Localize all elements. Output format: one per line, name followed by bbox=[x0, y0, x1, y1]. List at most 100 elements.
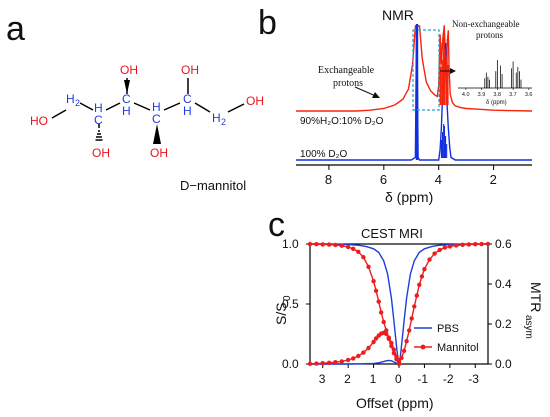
cest-point-mannitol bbox=[381, 319, 386, 325]
panel-a-letter: a bbox=[6, 10, 25, 48]
cest-y2-axis-label-sub: asym bbox=[523, 315, 534, 339]
cest-x-tick-label: -1 bbox=[417, 372, 428, 386]
cest-point-mannitol bbox=[386, 335, 391, 340]
wedge-bond-c4 bbox=[153, 124, 161, 144]
exchangeable-protons-label-line-1: Exchangeable bbox=[318, 65, 375, 76]
cest-point-mannitol bbox=[414, 293, 419, 298]
cest-point-mannitol bbox=[345, 244, 351, 250]
atom-h-c5: H bbox=[183, 104, 192, 118]
cest-point-mannitol bbox=[307, 241, 313, 247]
cest-point-mannitol bbox=[376, 299, 381, 304]
nmr-x-axis-label: δ (ppm) bbox=[385, 189, 433, 205]
cest-point-mannitol bbox=[339, 243, 344, 248]
cest-point-mannitol bbox=[366, 264, 371, 269]
stereo-hash-bonds bbox=[95, 124, 103, 141]
bond-c5-c6 bbox=[194, 102, 211, 113]
bond-c3-c4 bbox=[133, 102, 151, 111]
atom-oh-right: OH bbox=[246, 94, 264, 108]
cest-point-mannitol bbox=[361, 255, 366, 260]
cest-y-tick-label: 0.5 bbox=[282, 297, 299, 311]
cest-point-mannitol bbox=[447, 244, 453, 249]
cest-point-mannitol bbox=[419, 274, 425, 279]
nonexchangeable-label-line-1: Non-exchangeable bbox=[452, 19, 519, 29]
cest-point-mannitol bbox=[384, 331, 389, 337]
cest-x-tick-label: 1 bbox=[370, 372, 377, 386]
cest-point-mannitol bbox=[371, 279, 376, 284]
cest-point-mannitol bbox=[333, 242, 338, 248]
cest-point-mannitol bbox=[345, 357, 351, 363]
atom-oh-c4: OH bbox=[150, 146, 168, 160]
cest-point-mannitol bbox=[366, 345, 371, 351]
cest-x-tick-label: -3 bbox=[468, 372, 479, 386]
cest-y2-tick-label: 0.0 bbox=[495, 357, 512, 371]
cest-point-mannitol bbox=[407, 328, 412, 333]
cest-series bbox=[307, 241, 491, 367]
cest-x-tick-label: 3 bbox=[319, 372, 326, 386]
cest-point-mannitol bbox=[356, 353, 361, 359]
exchangeable-arrow-head bbox=[372, 92, 380, 98]
nmr-x-tick-label: 6 bbox=[380, 172, 387, 187]
nmr-x-tick-label: 8 bbox=[325, 172, 332, 187]
cest-point-mannitol bbox=[389, 340, 394, 346]
cest-point-mannitol bbox=[454, 243, 459, 248]
cest-point-mannitol bbox=[314, 242, 319, 247]
cest-point-mannitol bbox=[361, 350, 366, 355]
cest-x-tick-label: 0 bbox=[395, 372, 402, 386]
cest-x-tick-label: -2 bbox=[443, 372, 454, 386]
cest-point-mannitol bbox=[379, 310, 384, 315]
atom-h-c2: H bbox=[94, 101, 103, 115]
atom-oh-c5: OH bbox=[181, 63, 199, 77]
cest-point-mannitol bbox=[432, 251, 437, 256]
nonexchangeable-protons-label: Non-exchangeable protons bbox=[452, 19, 522, 40]
exchangeable-protons-label: Exchangeable protons bbox=[318, 65, 377, 89]
cest-point-mannitol bbox=[339, 359, 344, 364]
cest-series-mannitol-right bbox=[309, 332, 400, 365]
atom-oh-c3: OH bbox=[120, 63, 138, 77]
atom-h-c4: H bbox=[152, 100, 161, 114]
cest-y-axis-label-main: S/S bbox=[273, 302, 289, 325]
nmr-inset-tick-label: 3.6 bbox=[525, 92, 533, 98]
cest-x-tick-label: 2 bbox=[344, 372, 351, 386]
cest-point-mannitol bbox=[394, 354, 399, 359]
cest-point-mannitol bbox=[396, 361, 402, 367]
atom-ch2-right-sub: 2 bbox=[221, 117, 226, 127]
cest-point-mannitol bbox=[399, 355, 404, 361]
molecule-name: D−mannitol bbox=[180, 178, 246, 193]
legend-mannitol-marker bbox=[420, 344, 426, 350]
nonexchangeable-label-line-2: protons bbox=[476, 30, 503, 40]
cest-point-mannitol bbox=[485, 241, 491, 247]
atom-c-c2: C bbox=[94, 113, 103, 127]
cest-point-mannitol bbox=[401, 348, 407, 353]
nmr-zoom-box bbox=[412, 29, 440, 111]
structure-bonds bbox=[51, 78, 245, 119]
cest-point-mannitol bbox=[437, 247, 442, 253]
cest-series-pbs-right bbox=[310, 359, 400, 365]
panel-b-letter: b bbox=[258, 4, 277, 42]
atom-c-c3: C bbox=[122, 92, 131, 106]
cest-point-mannitol bbox=[320, 242, 325, 247]
nmr-trace-red-label: 90%H₂O:10% D₂O bbox=[300, 116, 384, 127]
cest-point-mannitol bbox=[422, 267, 427, 272]
cest-point-mannitol bbox=[320, 361, 325, 366]
cest-y-tick-label: 1.0 bbox=[282, 237, 299, 251]
atom-ch2-left-sub: 2 bbox=[75, 98, 80, 108]
nmr-title: NMR bbox=[382, 7, 414, 23]
atom-h-c3: H bbox=[122, 104, 131, 118]
cest-point-mannitol bbox=[373, 288, 379, 293]
nmr-zoom-arrow-head bbox=[450, 68, 456, 74]
cest-y2-axis-label-main: MTR bbox=[528, 282, 544, 312]
nmr-trace-blue-label: 100% D₂O bbox=[300, 149, 347, 160]
atom-h-ch2-right: H bbox=[212, 111, 221, 125]
nmr-trace-90-h2o bbox=[296, 25, 533, 112]
bond-c2-c3 bbox=[105, 102, 121, 111]
nmr-x-tick-label: 2 bbox=[490, 172, 497, 187]
cest-point-mannitol bbox=[442, 245, 447, 250]
nmr-inset-tick-label: 3.9 bbox=[478, 92, 486, 98]
bond-c6-o6 bbox=[227, 103, 245, 113]
cest-y2-tick-label: 0.2 bbox=[495, 317, 512, 331]
